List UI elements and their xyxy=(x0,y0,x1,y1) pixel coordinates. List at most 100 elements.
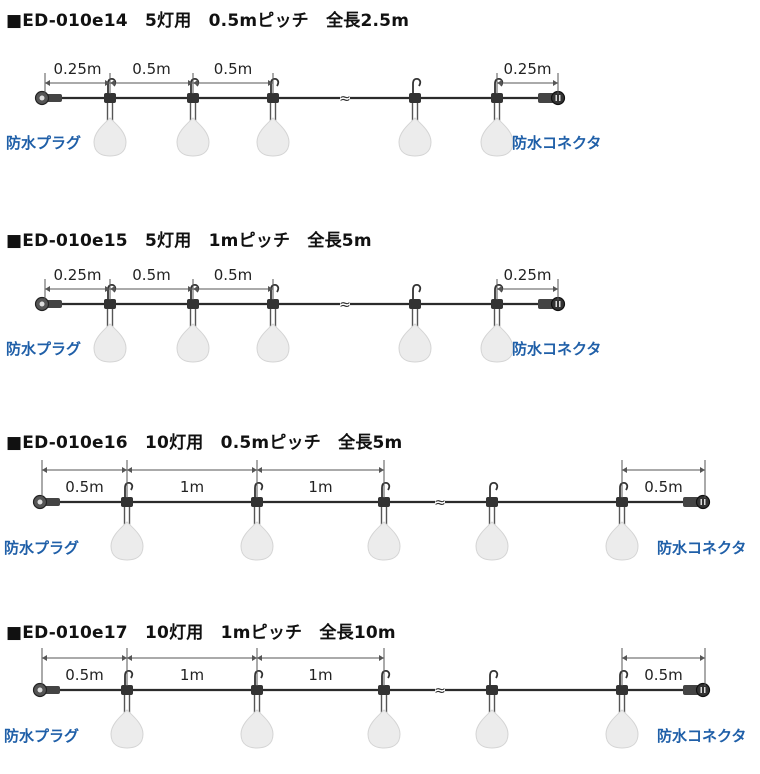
socket-icon xyxy=(121,685,133,714)
socket-icon xyxy=(378,685,390,714)
bulb-icon xyxy=(480,117,514,157)
dimension-label: 0.5m xyxy=(132,266,170,284)
hook-icon xyxy=(381,669,391,687)
bulb-icon xyxy=(176,117,210,157)
dimension-line xyxy=(192,73,274,94)
socket-icon xyxy=(486,685,498,714)
connector-icon xyxy=(683,494,711,510)
bulb-icon xyxy=(240,521,274,561)
diagram-title: ■ED-010e14 5灯用 0.5mピッチ 全長2.5m xyxy=(6,11,410,31)
socket-icon xyxy=(409,93,421,122)
connector-label: 防水コネクタ xyxy=(512,134,601,152)
hook-icon xyxy=(489,481,499,499)
socket-icon xyxy=(187,93,199,122)
dimension-label: 0.5m xyxy=(132,60,170,78)
connector-icon xyxy=(538,296,566,312)
dimension-line xyxy=(621,648,706,686)
plug-label: 防水プラグ xyxy=(4,727,79,745)
dimension-label: 0.25m xyxy=(53,266,101,284)
hook-icon xyxy=(254,481,264,499)
break-mark-icon: ≈ xyxy=(434,495,446,511)
connector-icon xyxy=(683,682,711,698)
socket-icon xyxy=(251,497,263,526)
bulb-icon xyxy=(398,117,432,157)
socket-icon xyxy=(187,299,199,328)
break-mark-icon: ≈ xyxy=(434,683,446,699)
plug-label: 防水プラグ xyxy=(6,134,81,152)
dimension-line xyxy=(192,279,274,300)
dimension-label: 0.5m xyxy=(214,60,252,78)
socket-icon xyxy=(616,685,628,714)
bulb-icon xyxy=(110,521,144,561)
plug-label: 防水プラグ xyxy=(4,539,79,557)
socket-icon xyxy=(491,299,503,328)
socket-icon xyxy=(267,299,279,328)
socket-icon xyxy=(251,685,263,714)
bulb-icon xyxy=(93,117,127,157)
light-string-diagram: ≈0.25m 0.5m 0.5m 0.25m 防水プラグ 防水コネクタ xyxy=(6,60,601,157)
hook-icon xyxy=(619,481,629,499)
bulb-icon xyxy=(176,323,210,363)
socket-icon xyxy=(104,93,116,122)
socket-icon xyxy=(121,497,133,526)
dimension-label: 0.5m xyxy=(65,478,103,496)
bulb-icon xyxy=(398,323,432,363)
bulb-icon xyxy=(110,709,144,749)
dimension-label: 1m xyxy=(308,666,332,684)
connector-icon xyxy=(538,90,566,106)
diagram-title: ■ED-010e16 10灯用 0.5mピッチ 全長5m xyxy=(6,433,403,453)
bulb-icon xyxy=(256,323,290,363)
dimension-label: 0.5m xyxy=(644,666,682,684)
dimension-label: 1m xyxy=(180,478,204,496)
plug-icon xyxy=(34,296,62,312)
dimension-label: 0.25m xyxy=(503,60,551,78)
socket-icon xyxy=(616,497,628,526)
hook-icon xyxy=(381,481,391,499)
hook-icon xyxy=(489,669,499,687)
plug-icon xyxy=(34,90,62,106)
bulb-icon xyxy=(367,521,401,561)
bulb-icon xyxy=(367,709,401,749)
hook-icon xyxy=(619,669,629,687)
socket-icon xyxy=(409,299,421,328)
light-string-diagram: ≈0.5m 1m 1m 0.5m 防水プラグ 防水コネクタ xyxy=(4,460,746,561)
dimension-label: 1m xyxy=(180,666,204,684)
socket-icon xyxy=(491,93,503,122)
dimension-label: 0.25m xyxy=(53,60,101,78)
dimension-label: 0.25m xyxy=(503,266,551,284)
hook-icon xyxy=(270,77,280,95)
dimension-label: 0.5m xyxy=(214,266,252,284)
bulb-icon xyxy=(475,709,509,749)
bulb-icon xyxy=(605,709,639,749)
plug-icon xyxy=(32,682,60,698)
socket-icon xyxy=(267,93,279,122)
break-mark-icon: ≈ xyxy=(339,91,351,107)
socket-icon xyxy=(378,497,390,526)
dimension-line xyxy=(496,279,559,300)
hook-icon xyxy=(412,283,422,301)
socket-icon xyxy=(104,299,116,328)
dimension-line xyxy=(256,460,385,498)
dimension-line xyxy=(496,73,559,94)
hook-icon xyxy=(412,77,422,95)
bulb-icon xyxy=(480,323,514,363)
bulb-icon xyxy=(93,323,127,363)
hook-icon xyxy=(270,283,280,301)
dimension-label: 1m xyxy=(308,478,332,496)
plug-label: 防水プラグ xyxy=(6,340,81,358)
connector-label: 防水コネクタ xyxy=(512,340,601,358)
bulb-icon xyxy=(240,709,274,749)
hook-icon xyxy=(124,669,134,687)
diagram-title: ■ED-010e15 5灯用 1mピッチ 全長5m xyxy=(6,231,372,251)
dimension-line xyxy=(256,648,385,686)
bulb-icon xyxy=(256,117,290,157)
connector-label: 防水コネクタ xyxy=(657,539,746,557)
hook-icon xyxy=(124,481,134,499)
dimension-label: 0.5m xyxy=(644,478,682,496)
connector-label: 防水コネクタ xyxy=(657,727,746,745)
bulb-icon xyxy=(475,521,509,561)
dimension-line xyxy=(621,460,706,498)
plug-icon xyxy=(32,494,60,510)
bulb-icon xyxy=(605,521,639,561)
